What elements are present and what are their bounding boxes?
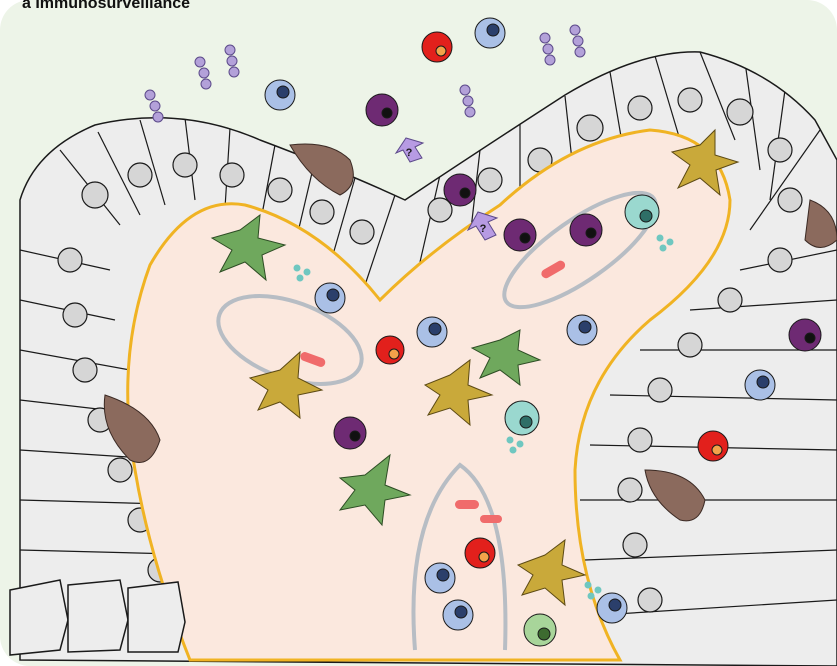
green-round-cell: [524, 614, 556, 646]
basal-cells: [10, 580, 185, 655]
migration-question-mark: ?: [406, 147, 413, 159]
panel-label: a Immunosurveillance: [22, 0, 190, 13]
migration-question-mark-2: ?: [480, 223, 487, 235]
